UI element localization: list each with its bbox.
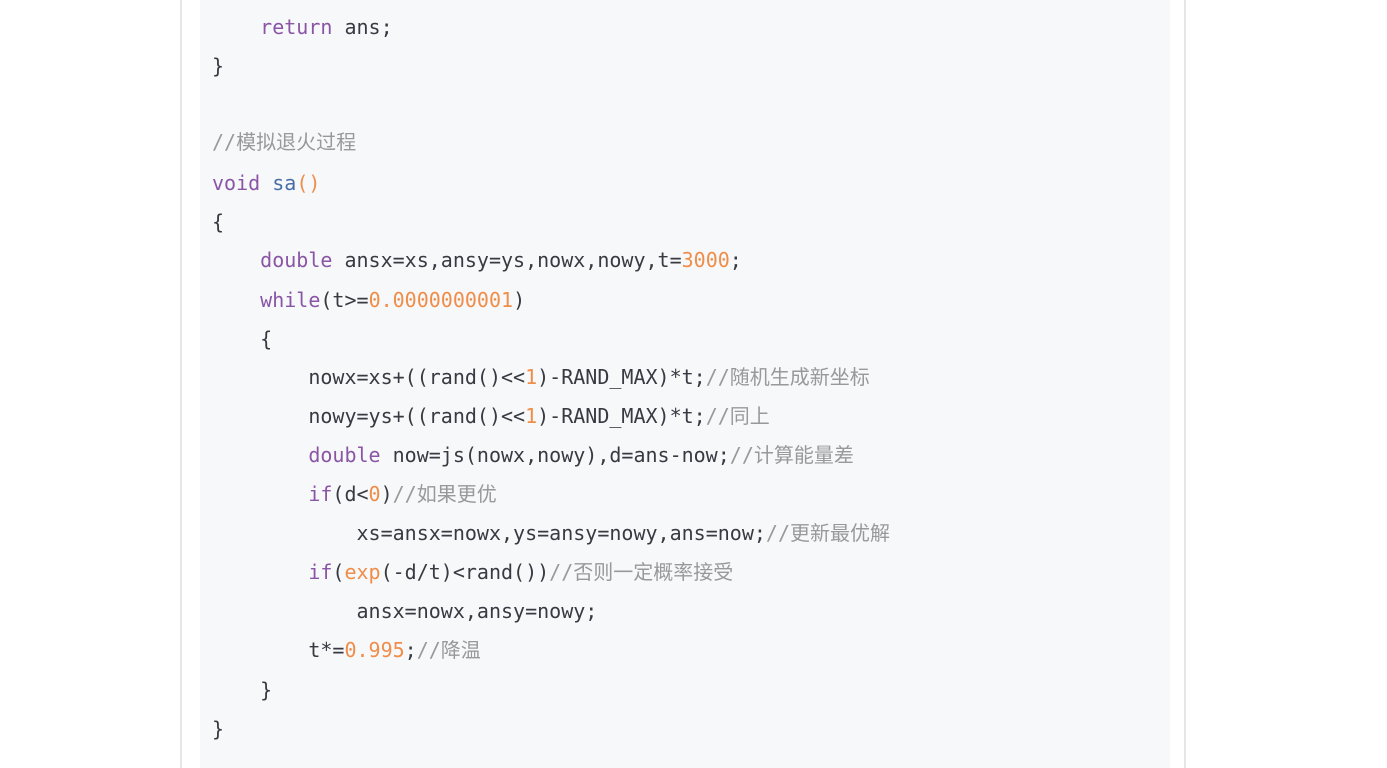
code-indent [212, 288, 260, 312]
code-token: exp [344, 560, 381, 584]
code-token: nowx=xs+((rand()<< [308, 365, 526, 389]
code-token: } [260, 678, 273, 702]
code-line: double now=js(nowx,nowy),d=ans-now;//计算能… [212, 441, 854, 469]
code-token: (d< [332, 482, 369, 506]
code-indent [212, 599, 357, 623]
code-token: t*= [308, 638, 345, 662]
code-token: //如果更优 [392, 482, 497, 506]
code-token: //计算能量差 [729, 443, 854, 467]
code-token: 3000 [681, 248, 730, 272]
code-line: } [212, 676, 272, 704]
code-indent [212, 443, 308, 467]
code-token: { [212, 210, 225, 234]
code-token: if [308, 482, 333, 506]
code-line: if(d<0)//如果更优 [212, 480, 497, 508]
code-token [260, 171, 272, 195]
code-line: nowy=ys+((rand()<<1)-RAND_MAX)*t;//同上 [212, 402, 770, 430]
code-token: ) [380, 482, 393, 506]
code-token: nowy=ys+((rand()<< [308, 404, 526, 428]
code-line: void sa() [212, 169, 320, 197]
code-indent [212, 404, 308, 428]
code-token: 0 [368, 482, 381, 506]
code-token: ansx=xs,ansy=ys,nowx,nowy,t= [332, 248, 682, 272]
code-line: //模拟退火过程 [212, 128, 356, 156]
code-token: { [260, 327, 273, 351]
code-indent [212, 365, 308, 389]
code-line: nowx=xs+((rand()<<1)-RAND_MAX)*t;//随机生成新… [212, 363, 870, 391]
code-line: { [212, 325, 272, 353]
code-token: (-d/t)<rand()) [380, 560, 550, 584]
code-indent [212, 327, 260, 351]
code-line: } [212, 52, 224, 80]
code-token: 0.0000000001 [368, 288, 514, 312]
code-indent [212, 482, 308, 506]
code-token: double [260, 248, 333, 272]
code-indent [212, 638, 308, 662]
code-token: while [260, 288, 321, 312]
code-line: while(t>=0.0000000001) [212, 286, 525, 314]
code-line: t*=0.995;//降温 [212, 636, 481, 664]
code-token: //降温 [416, 638, 481, 662]
code-token: double [308, 443, 381, 467]
code-token: 1 [525, 365, 538, 389]
code-indent [212, 678, 260, 702]
code-line: } [212, 715, 224, 743]
code-token: ( [332, 560, 345, 584]
code-line: if(exp(-d/t)<rand())//否则一定概率接受 [212, 558, 733, 586]
code-token: //更新最优解 [765, 521, 890, 545]
code-line: xs=ansx=nowx,ys=ansy=nowy,ans=now;//更新最优… [212, 519, 891, 547]
code-indent [212, 248, 260, 272]
code-token: sa [272, 171, 297, 195]
code-line: { [212, 208, 224, 236]
code-token: //模拟退火过程 [212, 130, 357, 154]
code-token: () [296, 171, 321, 195]
code-token: //同上 [705, 404, 770, 428]
code-line: double ansx=xs,ansy=ys,nowx,nowy,t=3000; [212, 246, 742, 274]
code-token: )-RAND_MAX)*t; [537, 404, 706, 428]
code-line: return ans; [212, 13, 393, 41]
code-token: )-RAND_MAX)*t; [537, 365, 706, 389]
code-token: ans; [332, 15, 393, 39]
code-token: 0.995 [344, 638, 405, 662]
code-token: now=js(nowx,nowy),d=ans-now; [380, 443, 730, 467]
code-token: (t>= [320, 288, 369, 312]
code-line: ansx=nowx,ansy=nowy; [212, 597, 598, 625]
code-token: } [212, 717, 225, 741]
code-indent [212, 560, 308, 584]
code-token: ; [404, 638, 417, 662]
code-token: if [308, 560, 333, 584]
code-token: } [212, 54, 225, 78]
code-token: ; [729, 248, 742, 272]
code-token: xs=ansx=nowx,ys=ansy=nowy,ans=now; [356, 521, 766, 545]
code-token: void [212, 171, 261, 195]
code-token: ansx=nowx,ansy=nowy; [356, 599, 598, 623]
code-token: //随机生成新坐标 [705, 365, 870, 389]
code-token: ) [513, 288, 526, 312]
code-token: return [260, 15, 333, 39]
code-indent [212, 521, 357, 545]
code-token: 1 [525, 404, 538, 428]
code-token: //否则一定概率接受 [549, 560, 734, 584]
code-indent [212, 15, 260, 39]
